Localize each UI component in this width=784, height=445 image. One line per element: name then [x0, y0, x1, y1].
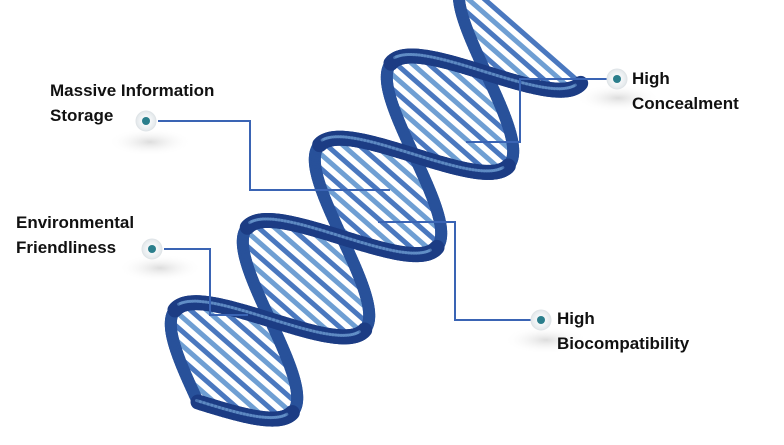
dna-strand-highlight	[572, 83, 577, 88]
dna-base-pair	[349, 136, 441, 217]
label-line: Concealment	[632, 94, 739, 113]
label-line: High	[557, 309, 595, 328]
label-line: Environmental	[16, 213, 135, 232]
label-high-concealment: High Concealment	[632, 66, 739, 116]
bullet-node-icon	[141, 238, 163, 260]
dna-base-pair	[250, 220, 371, 327]
bullet-node-icon	[135, 110, 157, 132]
connector-lines	[158, 78, 608, 321]
dna-base-pair	[389, 100, 472, 173]
dna-base-pair	[390, 58, 513, 167]
dna-base-pair	[169, 334, 269, 422]
dna-base-pair	[181, 301, 300, 406]
dna-strand-highlight	[427, 248, 432, 253]
dna-base-pair	[264, 217, 372, 313]
label-line: Biocompatibility	[557, 334, 690, 353]
dna-base-pair	[417, 53, 514, 139]
label-line: Storage	[50, 106, 114, 125]
dna-base-pair	[316, 178, 404, 256]
dna-strand-highlight	[499, 166, 505, 170]
dna-base-pair	[240, 239, 353, 340]
dna-strand-segment	[283, 405, 300, 422]
dna-base-pair	[168, 318, 284, 421]
connector-env	[164, 248, 248, 316]
dna-base-pair	[385, 68, 505, 173]
dna-base-pair	[172, 307, 295, 416]
dna-base-pair	[401, 54, 516, 155]
dna-base-pair	[312, 160, 422, 258]
dna-base-pair	[465, 0, 574, 92]
label-line: Massive Information	[50, 81, 215, 100]
dna-base-pair	[242, 227, 365, 335]
dna-base-pair	[457, 3, 559, 93]
dna-strand-highlight	[283, 412, 289, 417]
dna-strand-segment	[356, 322, 373, 339]
node-shadows	[108, 84, 660, 354]
dna-base-pair	[195, 300, 299, 392]
bullet-node-icon	[606, 68, 628, 90]
dna-strand-segment	[428, 239, 445, 257]
dna-helix-illustration	[168, 0, 584, 422]
dna-base-pair	[320, 139, 442, 247]
connector-massive	[158, 120, 390, 191]
label-environmental-friendliness: Environmental Friendliness	[16, 210, 134, 260]
dna-base-pair	[282, 219, 368, 295]
dna-base-pair	[313, 147, 435, 255]
label-line: High	[632, 69, 670, 88]
node-markers	[135, 68, 628, 331]
dna-strand-front	[167, 48, 589, 427]
dna-base-pair	[481, 0, 584, 86]
dna-base-pair	[332, 135, 444, 234]
dna-base-pair	[242, 256, 337, 339]
dna-strand-segment	[572, 75, 589, 93]
connector-conceal	[466, 78, 608, 143]
dna-strand-segment	[499, 158, 516, 175]
label-high-biocompatibility: High Biocompatibility	[557, 306, 689, 356]
dna-base-pair	[214, 302, 294, 373]
label-line: Friendliness	[16, 238, 117, 257]
bullet-node-icon	[530, 309, 552, 331]
dna-strand-highlight	[356, 330, 361, 335]
dna-base-pair	[384, 82, 491, 175]
connector-biocompat	[378, 221, 540, 321]
label-massive-information-storage: Massive Information Storage	[50, 78, 214, 128]
